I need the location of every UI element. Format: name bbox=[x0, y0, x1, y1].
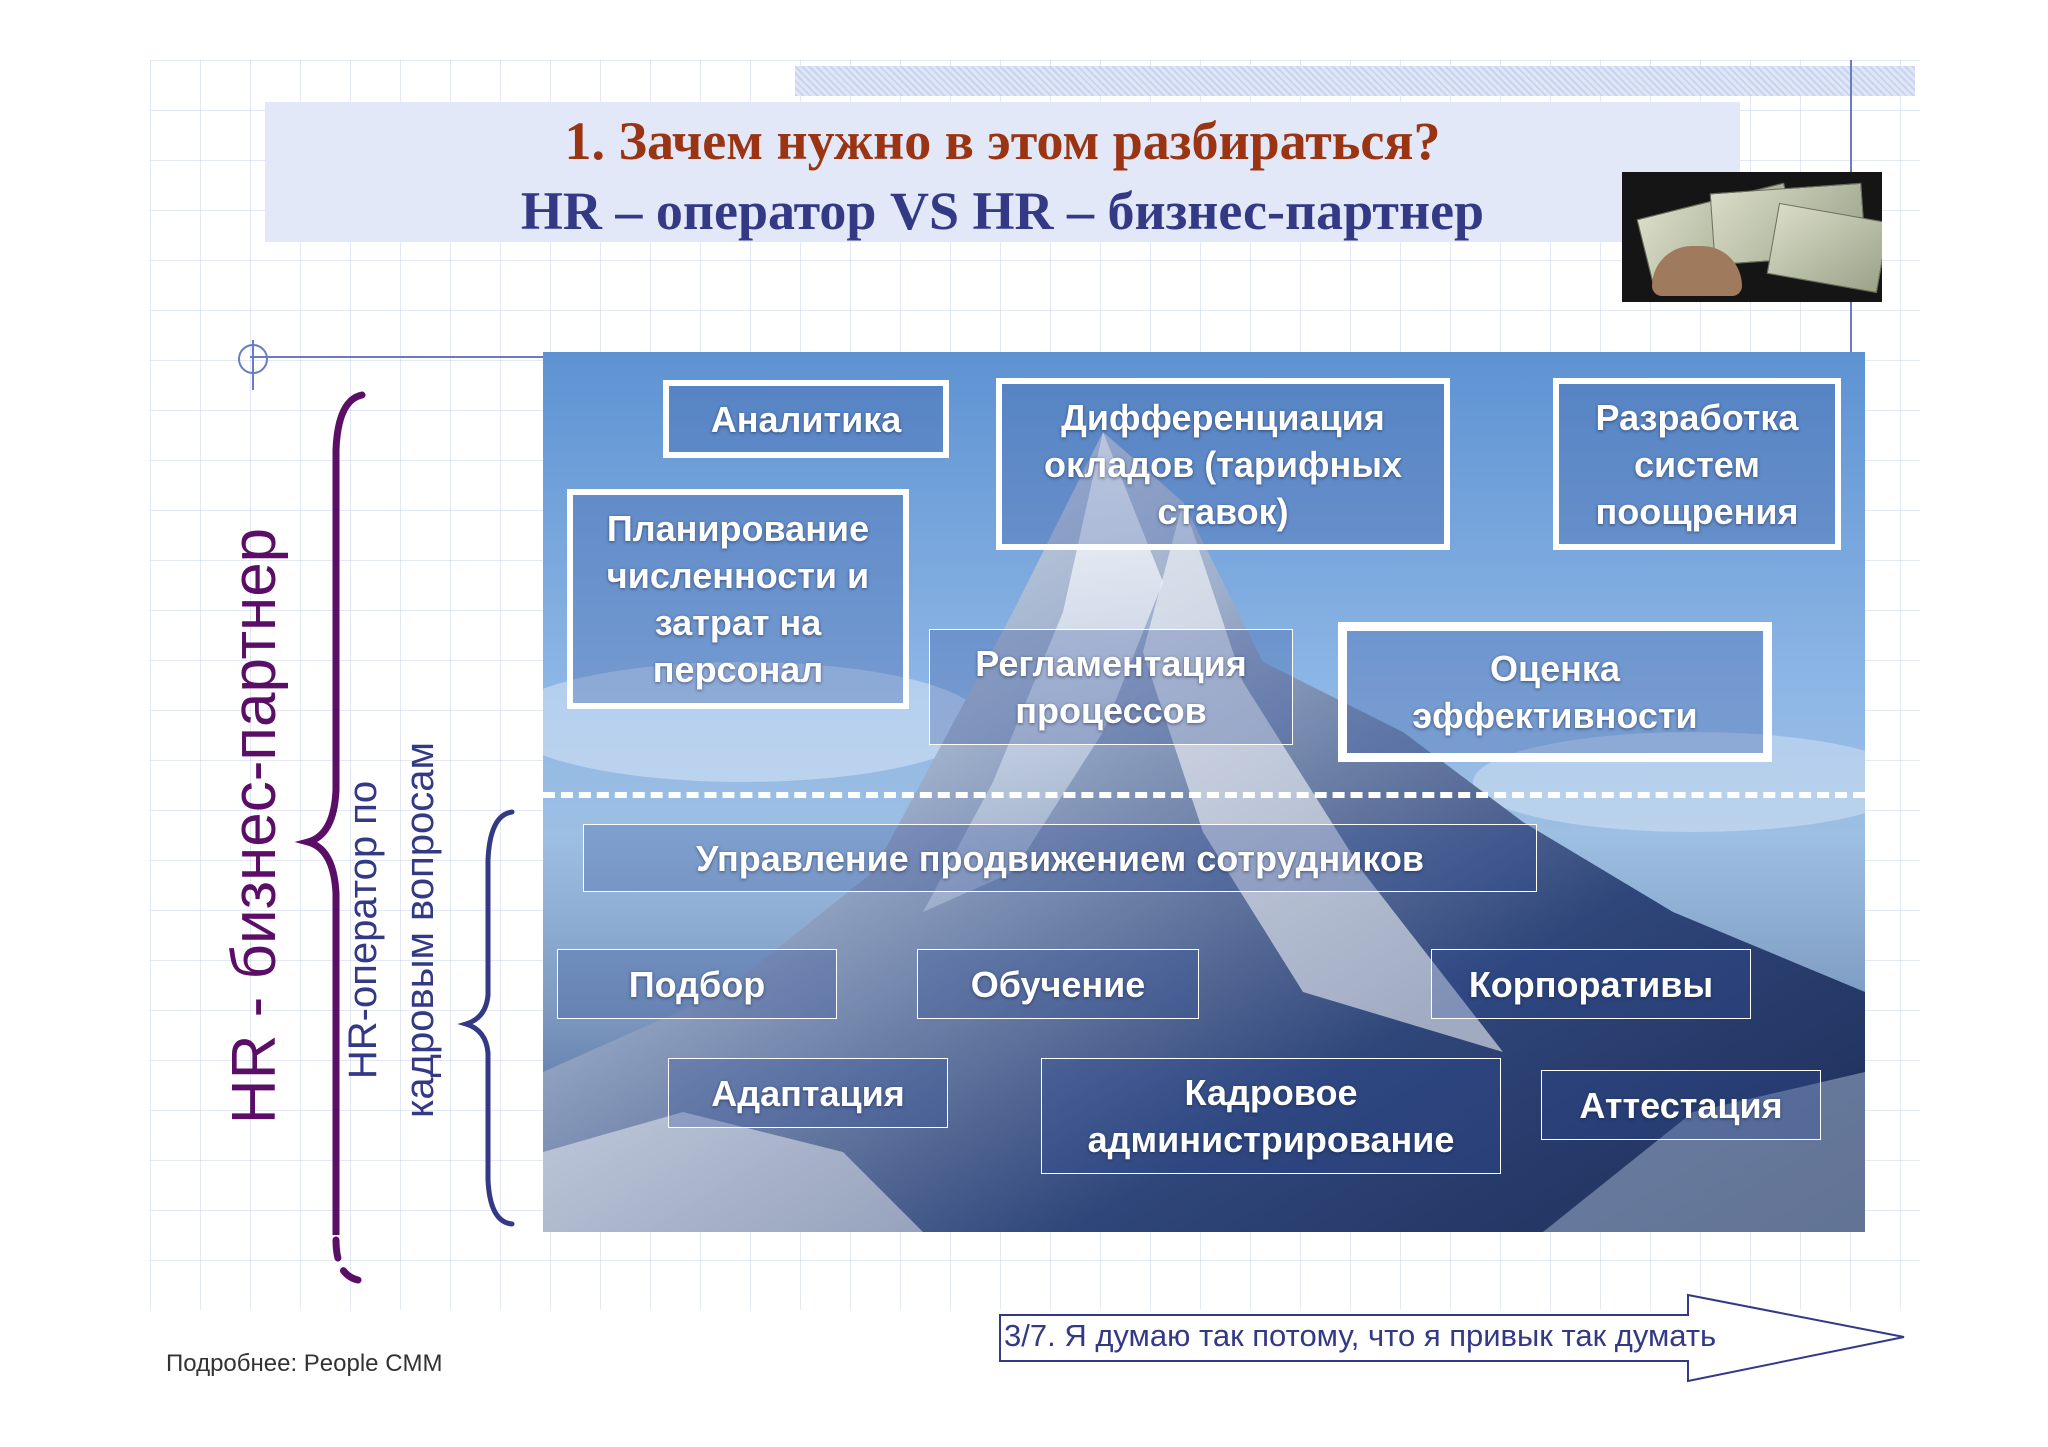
box-certification: Аттестация bbox=[1541, 1070, 1821, 1140]
box-training: Обучение bbox=[917, 949, 1199, 1019]
next-step-text: 3/7. Я думаю так потому, что я привык та… bbox=[1004, 1318, 1717, 1353]
box-analytics: Аналитика bbox=[663, 380, 949, 458]
label-hr-operator-line2: кадровым вопросам bbox=[398, 742, 442, 1119]
box-adaptation: Адаптация bbox=[668, 1058, 948, 1128]
box-recruitment: Подбор bbox=[557, 949, 837, 1019]
footer-source: Подробнее: People CMM bbox=[166, 1350, 443, 1377]
box-career-management: Управление продвижением сотрудников bbox=[583, 824, 1537, 892]
box-salary-differentiation: Дифференциация окладов (тарифных ставок) bbox=[996, 378, 1450, 550]
box-hr-administration: Кадровое администрирование bbox=[1041, 1058, 1501, 1174]
crosshair-icon bbox=[238, 340, 268, 390]
label-hr-business-partner: HR - бизнес-партнер bbox=[220, 527, 289, 1125]
box-headcount-planning: Планирование численности и затрат на пер… bbox=[567, 489, 909, 709]
slide-subtitle: HR – оператор VS HR – бизнес-партнер bbox=[520, 181, 1485, 241]
money-photo bbox=[1622, 172, 1882, 302]
label-hr-operator-line1: HR-оператор по bbox=[341, 780, 385, 1080]
box-corporate-events: Корпоративы bbox=[1431, 949, 1751, 1019]
mountain-panel: Аналитика Дифференциация окладов (тарифн… bbox=[543, 352, 1865, 1232]
box-performance-evaluation: Оценка эффективности bbox=[1338, 622, 1772, 762]
title-band bbox=[265, 102, 1740, 242]
top-decorative-strip bbox=[795, 66, 1915, 96]
decorative-horizontal-line bbox=[250, 356, 545, 358]
decorative-vertical-line bbox=[1850, 60, 1852, 620]
slide-title: 1. Зачем нужно в этом разбираться? bbox=[564, 111, 1441, 171]
next-step-arrow bbox=[999, 1293, 1905, 1383]
divider-dashed-line bbox=[543, 792, 1865, 798]
box-process-regulation: Регламентация процессов bbox=[929, 629, 1293, 745]
box-reward-systems: Разработка систем поощрения bbox=[1553, 378, 1841, 550]
